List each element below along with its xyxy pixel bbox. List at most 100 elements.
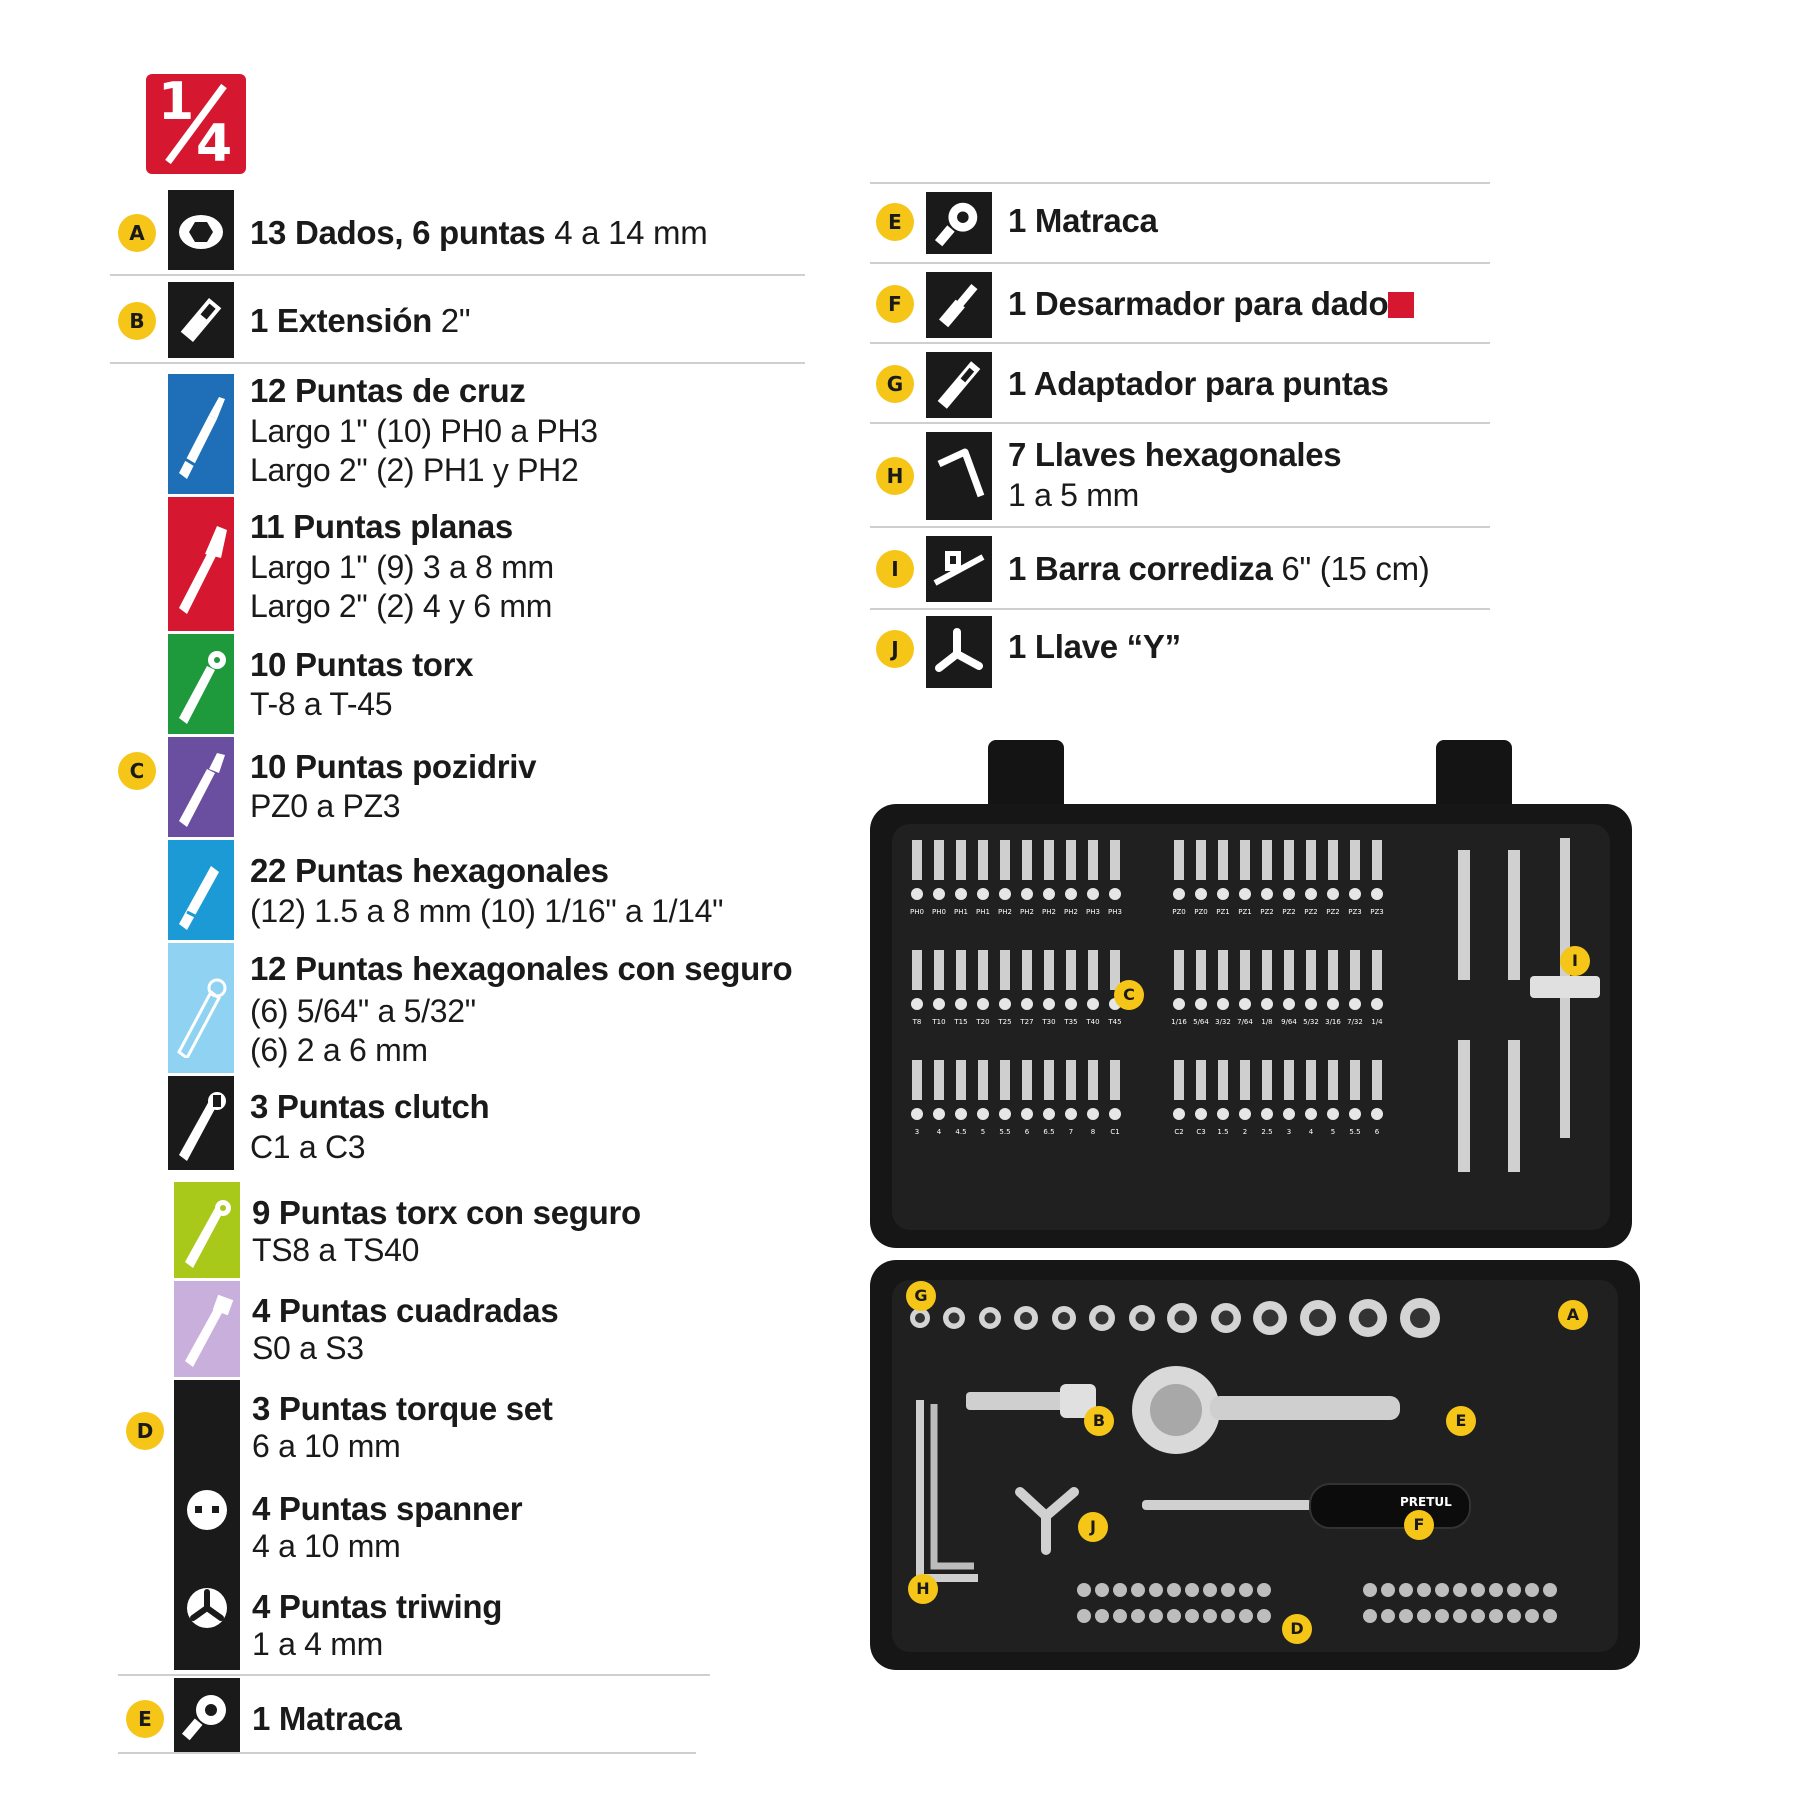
photo-callout-e: E xyxy=(1446,1406,1476,1436)
bit-size-label: T10 xyxy=(932,1018,946,1026)
bit-slot-marker xyxy=(1283,1108,1295,1120)
bit-size-label: 5/32 xyxy=(1303,1018,1319,1026)
bit-shape xyxy=(1196,1060,1206,1100)
bit-size-label: 1/4 xyxy=(1371,1018,1383,1026)
bit-shape xyxy=(1328,950,1338,990)
bit-size-label: 5.5 xyxy=(999,1128,1011,1136)
badge-e-left: E xyxy=(126,1700,164,1738)
bit-slot-marker xyxy=(1239,888,1251,900)
short-bit-shape xyxy=(1435,1583,1449,1597)
clutch-line-1: C1 a C3 xyxy=(250,1129,366,1165)
bit-shape xyxy=(1240,840,1250,880)
photo-callout-a: A xyxy=(1558,1300,1588,1330)
bit-slot-marker xyxy=(933,888,945,900)
bit-shape xyxy=(1174,1060,1184,1100)
bit-shape xyxy=(1372,1060,1382,1100)
pozidriv-title: 10 Puntas pozidriv xyxy=(250,748,537,785)
bit-slot-marker xyxy=(1261,1108,1273,1120)
phillips-line-1: Largo 1" (10) PH0 a PH3 xyxy=(250,413,598,449)
phillips-line-2: Largo 2" (2) PH1 y PH2 xyxy=(250,452,579,488)
bit-slot-marker xyxy=(911,888,923,900)
short-bit-shape xyxy=(1095,1583,1109,1597)
photo-callout-g: G xyxy=(906,1281,936,1311)
bit-size-label: 4 xyxy=(936,1128,942,1136)
bit-size-label: PZ0 xyxy=(1172,908,1186,916)
right-h-sub: 1 a 5 mm xyxy=(1008,477,1139,513)
item-a-title: 13 Dados, 6 puntas 4 a 14 mm xyxy=(250,214,708,251)
bit-shape xyxy=(1284,1060,1294,1100)
short-bit-shape xyxy=(1239,1609,1253,1623)
bit-shape xyxy=(1000,840,1010,880)
bit-size-label: T35 xyxy=(1064,1018,1078,1026)
bit-size-label: T8 xyxy=(912,1018,922,1026)
bit-slot-marker xyxy=(1065,888,1077,900)
short-bit-shape xyxy=(1381,1583,1395,1597)
screwdriver-icon xyxy=(926,272,992,338)
socket-bore xyxy=(1020,1312,1032,1324)
clutch-bit-icon xyxy=(168,1076,234,1170)
bit-shape xyxy=(1306,950,1316,990)
bit-size-label: T40 xyxy=(1086,1018,1100,1026)
bit-shape xyxy=(978,950,988,990)
bit-slot-marker xyxy=(955,1108,967,1120)
bit-slot-marker xyxy=(1283,998,1295,1010)
bit-slot-marker xyxy=(1043,1108,1055,1120)
bit-shape xyxy=(1066,1060,1076,1100)
bit-shape xyxy=(1022,840,1032,880)
bit-shape xyxy=(1110,1060,1120,1100)
torx-line-1: T-8 a T-45 xyxy=(250,686,393,722)
short-bit-shape xyxy=(1363,1583,1377,1597)
bit-size-label: 6 xyxy=(1374,1128,1380,1136)
bit-shape xyxy=(1000,950,1010,990)
bit-size-label: 7 xyxy=(1068,1128,1074,1136)
bit-size-label: 5 xyxy=(980,1128,986,1136)
socket-bore xyxy=(1410,1308,1430,1328)
short-bit-shape xyxy=(1399,1583,1413,1597)
brand-label: PRETUL xyxy=(1400,1495,1452,1509)
bit-slot-marker xyxy=(1349,998,1361,1010)
bit-shape xyxy=(1306,840,1316,880)
short-bit-shape xyxy=(1507,1609,1521,1623)
short-bit-shape xyxy=(1453,1609,1467,1623)
pozidriv-line-1: PZ0 a PZ3 xyxy=(250,788,401,824)
short-bit-shape xyxy=(1185,1609,1199,1623)
ratchet-icon xyxy=(926,192,992,254)
bit-shape xyxy=(1284,950,1294,990)
bit-size-label: PH1 xyxy=(976,908,990,916)
bit-slot-marker xyxy=(1371,888,1383,900)
bit-shape xyxy=(1022,1060,1032,1100)
square-title: 4 Puntas cuadradas xyxy=(252,1292,559,1329)
bit-size-label: PH3 xyxy=(1086,908,1100,916)
bit-size-label: PZ1 xyxy=(1238,908,1252,916)
bit-size-label: PH1 xyxy=(954,908,968,916)
short-bit-shape xyxy=(1435,1609,1449,1623)
photo-callout-j: J xyxy=(1078,1512,1108,1542)
badge-h: H xyxy=(876,457,914,495)
bit-shape xyxy=(978,1060,988,1100)
bit-size-label: 2.5 xyxy=(1261,1128,1273,1136)
bit-size-label: 5.5 xyxy=(1349,1128,1361,1136)
bit-size-label: PH0 xyxy=(910,908,924,916)
badge-d: D xyxy=(126,1412,164,1450)
bit-shape xyxy=(1262,950,1272,990)
bit-shape xyxy=(1372,950,1382,990)
logo-denominator: 4 xyxy=(196,114,233,174)
badge-c: C xyxy=(118,752,156,790)
short-bit-shape xyxy=(1131,1609,1145,1623)
bit-slot-marker xyxy=(1195,888,1207,900)
new-marker-square xyxy=(1388,292,1414,318)
short-bit-shape xyxy=(1489,1609,1503,1623)
bit-slot-marker xyxy=(1043,998,1055,1010)
item-b-title: 1 Extensión 2" xyxy=(250,302,471,339)
badge-i: I xyxy=(876,550,914,588)
triwing-title: 4 Puntas triwing xyxy=(252,1588,503,1625)
bit-shape xyxy=(1328,840,1338,880)
short-bit-shape xyxy=(1363,1609,1377,1623)
bit-slot-marker xyxy=(1305,998,1317,1010)
bit-shape xyxy=(912,950,922,990)
hex-bit-icon xyxy=(168,840,234,940)
bit-size-label: PH0 xyxy=(932,908,946,916)
bit-shape xyxy=(956,950,966,990)
torque-set-title: 3 Puntas torque set xyxy=(252,1390,553,1427)
